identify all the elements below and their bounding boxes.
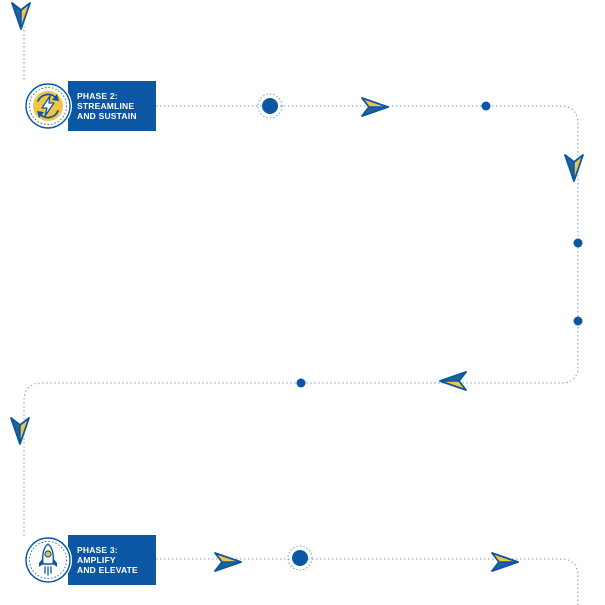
paper-plane-icon xyxy=(564,154,584,182)
path-dot xyxy=(481,101,491,111)
paper-plane-icon xyxy=(10,417,30,445)
phase-2-title: PHASE 2: STREAMLINE AND SUSTAIN xyxy=(77,91,137,121)
phase-2-label-box: PHASE 2: STREAMLINE AND SUSTAIN xyxy=(68,81,156,131)
path-dot xyxy=(573,316,583,326)
milestone-dot xyxy=(257,93,283,119)
paper-plane-icon xyxy=(11,2,31,30)
path-dot xyxy=(573,238,583,248)
phase-3-badge xyxy=(24,536,72,584)
milestone-dot xyxy=(287,545,313,571)
paper-plane-icon xyxy=(439,371,467,391)
phase-3-label-box: PHASE 3: AMPLIFY AND ELEVATE xyxy=(68,535,156,585)
phase-2-badge xyxy=(24,82,72,130)
path-dot xyxy=(296,378,306,388)
paper-plane-icon xyxy=(361,97,389,117)
lightning-refresh-icon xyxy=(25,83,71,129)
phase-3-title: PHASE 3: AMPLIFY AND ELEVATE xyxy=(77,545,138,575)
paper-plane-icon xyxy=(491,552,519,572)
rocket-icon xyxy=(25,537,71,583)
paper-plane-icon xyxy=(214,552,242,572)
